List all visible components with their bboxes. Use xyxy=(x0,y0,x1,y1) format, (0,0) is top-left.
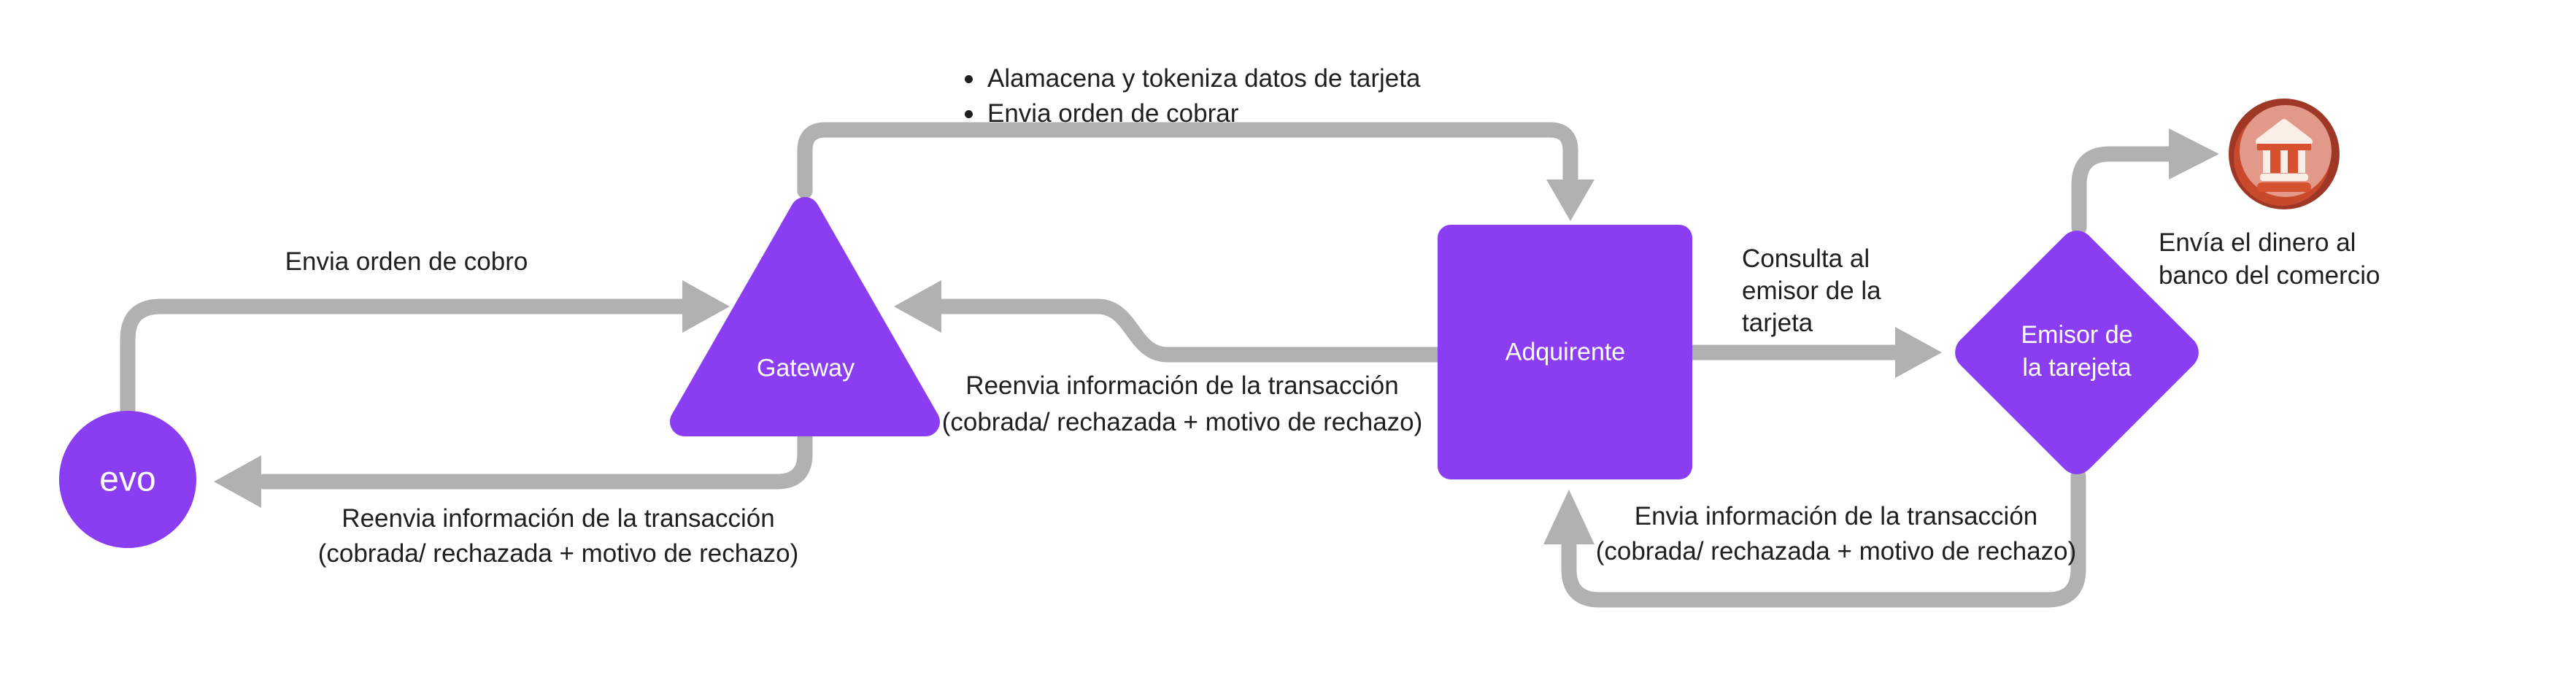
gateway-node-label: Gateway xyxy=(756,354,855,382)
edge-label-line2: emisor de la xyxy=(1742,277,1881,305)
arrowhead-into-gateway-right xyxy=(894,280,941,333)
adquirente-node-label: Adquirente xyxy=(1505,338,1626,366)
bullet-item: Envia orden de cobrar xyxy=(965,96,1420,131)
arrowhead-into-gateway-left xyxy=(682,280,730,333)
edge-label-line1: Consulta al xyxy=(1742,244,1870,273)
edge-label-line2: banco del comercio xyxy=(2159,261,2380,290)
arrowhead-into-adquirente-bottom xyxy=(1543,490,1594,544)
connector-evo-to-gateway xyxy=(120,298,692,425)
edge-label-emisor-to-banco: Envía el dinero al banco del comercio xyxy=(2159,226,2380,292)
edge-label-gateway-to-evo: Reenvia información de la transacción (c… xyxy=(318,501,799,571)
edge-label-line2: (cobrada/ rechazada + motivo de rechazo) xyxy=(1595,537,2077,566)
arrowhead-into-banco xyxy=(2169,128,2219,180)
emisor-node-label-line1: Emisor de xyxy=(2021,321,2133,349)
edge-label-line1: Envía el dinero al xyxy=(2159,228,2356,257)
edge-label-adquirente-to-gateway: Reenvia información de la transacción (c… xyxy=(942,368,1423,441)
edge-label-line1: Envia información de la transacción xyxy=(1634,502,2038,530)
connector-emisor-to-banco xyxy=(2071,146,2178,236)
bank-icon[interactable] xyxy=(2229,99,2340,209)
arrowhead-into-emisor xyxy=(1895,327,1942,378)
evo-node-circle[interactable] xyxy=(59,411,196,548)
connector-gateway-to-adquirente xyxy=(797,122,1578,199)
edge-label-gateway-to-adquirente: Alamacena y tokeniza datos de tarjeta En… xyxy=(965,61,1420,131)
edge-label-adquirente-to-emisor: Consulta al emisor de la tarjeta xyxy=(1742,243,1881,339)
bullet-dot-icon xyxy=(965,74,973,83)
evo-node-label: evo xyxy=(99,460,156,499)
connector-gateway-to-evo xyxy=(256,422,813,490)
bullet-item: Alamacena y tokeniza datos de tarjeta xyxy=(965,61,1420,96)
gateway-node-triangle[interactable] xyxy=(670,197,940,436)
edge-label-line1: Reenvia información de la transacción xyxy=(965,371,1399,400)
emisor-node-diamond[interactable] xyxy=(1948,223,2206,482)
bullet-dot-icon xyxy=(965,109,973,118)
emisor-node-label-line2: la tarejeta xyxy=(2022,354,2132,382)
connector-adquirente-to-gateway xyxy=(935,298,1453,363)
bullet-text: Alamacena y tokeniza datos de tarjeta xyxy=(987,64,1421,93)
connector-emisor-to-adquirente xyxy=(1561,468,2086,608)
edge-label-line3: tarjeta xyxy=(1742,309,1813,337)
emisor-node-label: Emisor de la tarejeta xyxy=(2021,319,2132,385)
edge-label-line2: (cobrada/ rechazada + motivo de rechazo) xyxy=(941,408,1423,436)
adquirente-node-square[interactable] xyxy=(1438,225,1692,479)
arrowhead-into-evo xyxy=(214,455,261,508)
edge-label-envia-orden-de-cobro: Envia orden de cobro xyxy=(285,247,528,276)
edge-label-line1: Reenvia información de la transacción xyxy=(342,504,775,533)
bank-icon-building-glyph xyxy=(2256,119,2313,192)
bullet-text: Envia orden de cobrar xyxy=(987,99,1239,128)
arrowhead-into-adquirente-top xyxy=(1546,180,1594,221)
edge-label-line2: (cobrada/ rechazada + motivo de rechazo) xyxy=(317,539,799,568)
edge-label-emisor-to-adquirente: Envia información de la transacción (cob… xyxy=(1596,499,2077,569)
